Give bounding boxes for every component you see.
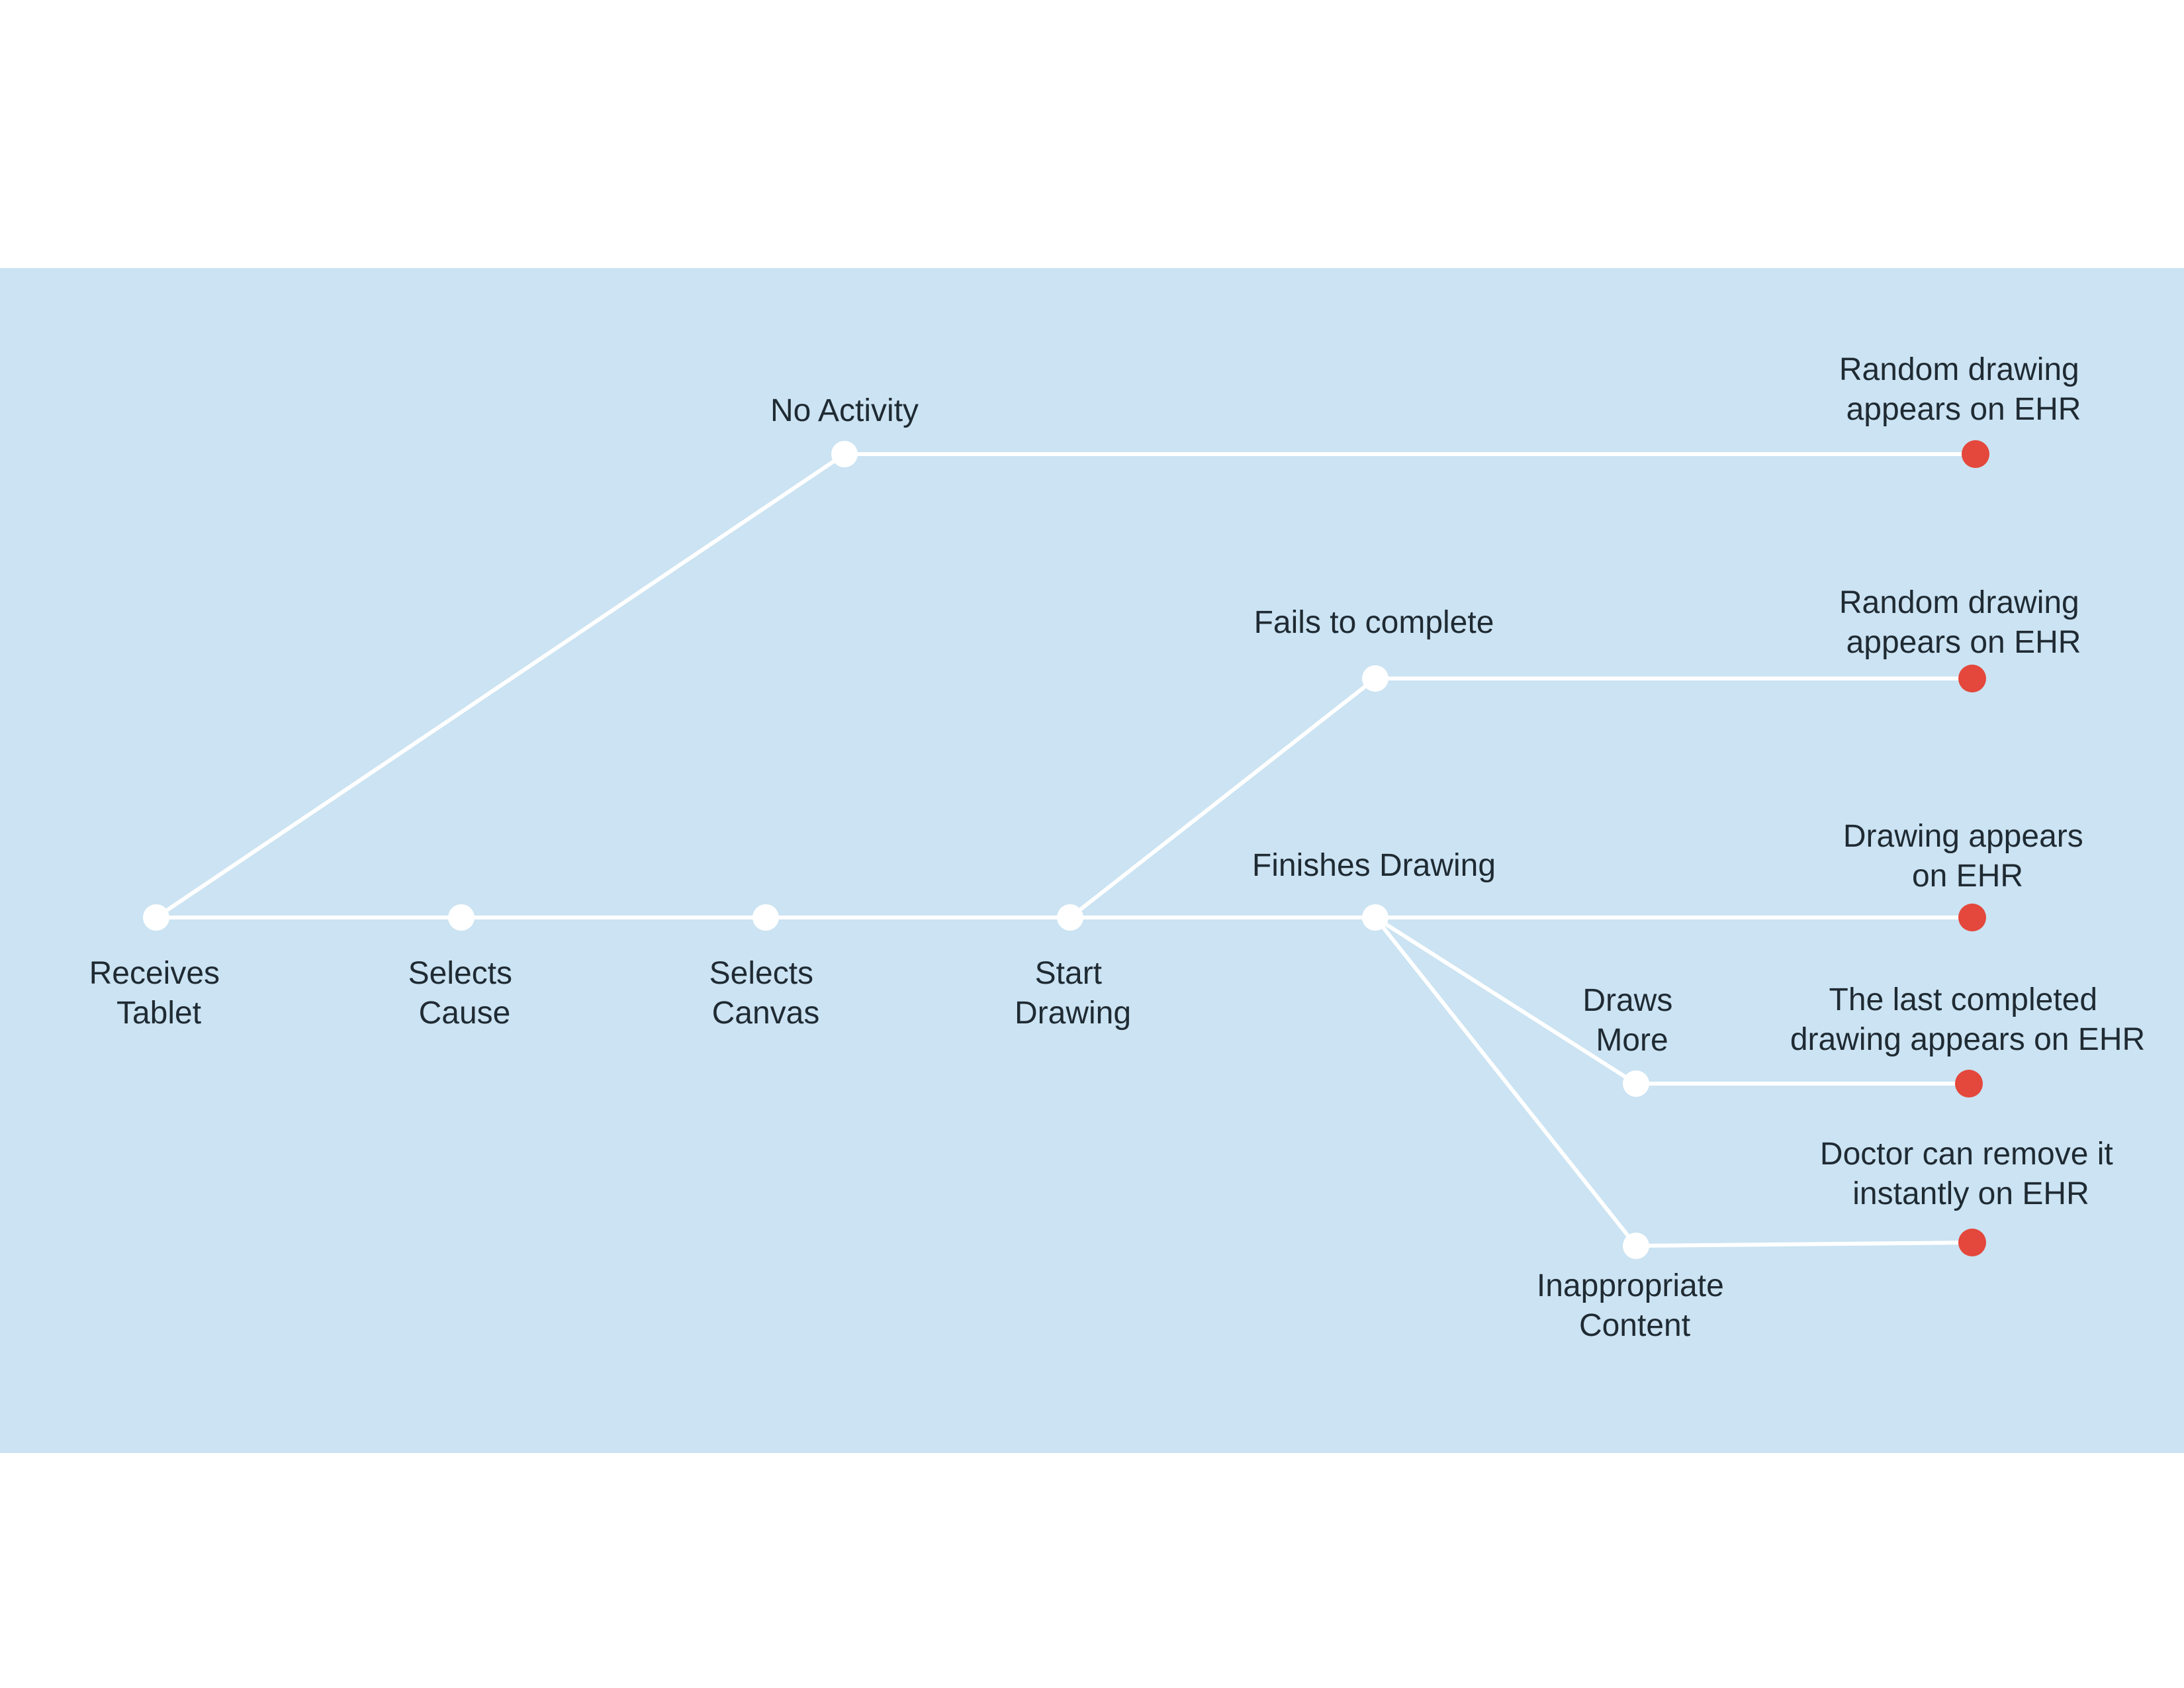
- node-selects-canvas: [752, 904, 779, 931]
- edge-finish-to-draws-more: [1373, 915, 1638, 1086]
- node-no-activity: [831, 441, 858, 467]
- node-finishes-drawing: [1362, 904, 1388, 931]
- outcome-label-inappropriate-content: Doctor can remove it instantly on EHR: [1820, 1137, 2122, 1211]
- label-fails-to-complete: Fails to complete: [1254, 605, 1494, 640]
- outcome-node-no-activity: [1962, 440, 1989, 468]
- edge-inappropriate-to-outcome: [1634, 1241, 1974, 1248]
- connectors: [154, 452, 1978, 1248]
- edge-finish-to-inappropriate: [1373, 915, 1638, 1248]
- outcome-nodes: [1955, 440, 1989, 1256]
- label-selects-cause: Selects Cause: [408, 956, 522, 1031]
- node-inappropriate-content: [1623, 1233, 1649, 1259]
- outcome-label-fails-to-complete: Random drawing appears on EHR: [1839, 585, 2088, 660]
- outcome-label-no-activity: Random drawing appears on EHR: [1839, 352, 2088, 427]
- node-start-drawing: [1057, 904, 1083, 931]
- label-receives-tablet: Receives Tablet: [89, 956, 229, 1031]
- edge-tablet-to-no-activity: [154, 452, 846, 919]
- outcome-label-finishes-drawing: Drawing appears on EHR: [1843, 819, 2092, 894]
- outcome-node-inappropriate-content: [1958, 1229, 1986, 1256]
- node-draws-more: [1623, 1070, 1649, 1097]
- label-inappropriate-content: Inappropriate Content: [1537, 1268, 1733, 1343]
- outcome-label-draws-more: The last completed drawing appears on EH…: [1790, 982, 2145, 1057]
- outcome-node-draws-more: [1955, 1070, 1983, 1098]
- diagram-panel: [0, 268, 2184, 1453]
- label-draws-more: Draws More: [1582, 983, 1681, 1058]
- outcome-node-finishes-drawing: [1958, 904, 1986, 931]
- label-selects-canvas: Selects Canvas: [709, 956, 823, 1031]
- edge-start-to-fails: [1068, 677, 1377, 919]
- outcome-node-fails-to-complete: [1958, 665, 1986, 692]
- node-receives-tablet: [143, 904, 169, 931]
- node-selects-cause: [448, 904, 475, 931]
- node-fails-to-complete: [1362, 665, 1388, 692]
- label-start-drawing: Start Drawing: [1015, 956, 1131, 1031]
- step-nodes: [143, 441, 1649, 1259]
- label-no-activity: No Activity: [770, 393, 919, 428]
- label-finishes-drawing: Finishes Drawing: [1252, 848, 1496, 883]
